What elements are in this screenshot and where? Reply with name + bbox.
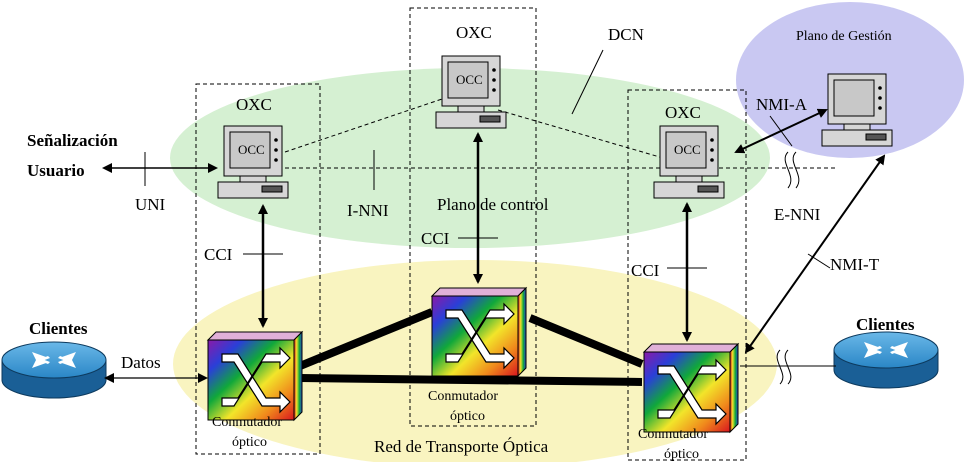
switch-label-center-1: Conmutador xyxy=(428,389,498,404)
oxc-box-left xyxy=(195,83,321,455)
control-plane xyxy=(170,68,770,248)
switch-label-center-2: óptico xyxy=(450,409,485,424)
enni-label: E-NNI xyxy=(774,205,821,224)
control-plane-label: Plano de control xyxy=(437,195,549,214)
signaling-label-2: Usuario xyxy=(27,161,85,180)
optical-switch-center xyxy=(431,287,527,377)
occ-label: OCC xyxy=(674,142,701,157)
enni-break xyxy=(784,151,800,189)
clients-label-right: Clientes xyxy=(856,315,915,334)
cci-label-right: CCI xyxy=(631,261,660,280)
uni-label: UNI xyxy=(135,195,166,214)
cci-ticks xyxy=(243,237,707,269)
optical-switch-right xyxy=(643,343,739,433)
oxc-computer-left: OCC xyxy=(217,125,289,199)
oxc-label-center: OXC xyxy=(456,23,492,42)
switch-label-right-1: Conmutador xyxy=(638,427,708,442)
optical-switch-left xyxy=(207,331,303,421)
nmi-t-label: NMI-T xyxy=(830,255,880,274)
switch-label-left-1: Conmutador xyxy=(212,415,282,430)
datos-label: Datos xyxy=(121,353,161,372)
cci-arrows xyxy=(258,132,692,342)
inni-label: I-NNI xyxy=(347,201,389,220)
clients-label-left: Clientes xyxy=(29,319,88,338)
oxc-label-right: OXC xyxy=(665,103,701,122)
management-computer xyxy=(821,73,893,147)
occ-label: OCC xyxy=(238,142,265,157)
control-links xyxy=(284,97,835,169)
switch-label-left-2: óptico xyxy=(232,435,267,450)
client-router-left xyxy=(1,341,107,399)
cci-label-left: CCI xyxy=(204,245,233,264)
client-link-right xyxy=(740,349,836,385)
management-plane-label: Plano de Gestión xyxy=(796,29,892,44)
oxc-computer-center: OCC xyxy=(435,55,507,129)
switch-label-right-2: óptico xyxy=(664,447,699,462)
dcn-label: DCN xyxy=(608,25,644,44)
oxc-box-center xyxy=(409,7,537,427)
nmi-a-label: NMI-A xyxy=(756,95,808,114)
client-router-right xyxy=(833,331,939,389)
cci-label-center: CCI xyxy=(421,229,450,248)
oxc-computer-right: OCC xyxy=(653,125,725,199)
occ-label: OCC xyxy=(456,72,483,87)
nmi-ticks xyxy=(769,115,831,269)
transport-plane-label: Red de Transporte Óptica xyxy=(374,437,549,456)
oxc-label-left: OXC xyxy=(236,95,272,114)
optical-links xyxy=(298,308,644,386)
signaling-label-1: Señalización xyxy=(27,131,118,150)
dcn-pointer xyxy=(571,49,604,115)
